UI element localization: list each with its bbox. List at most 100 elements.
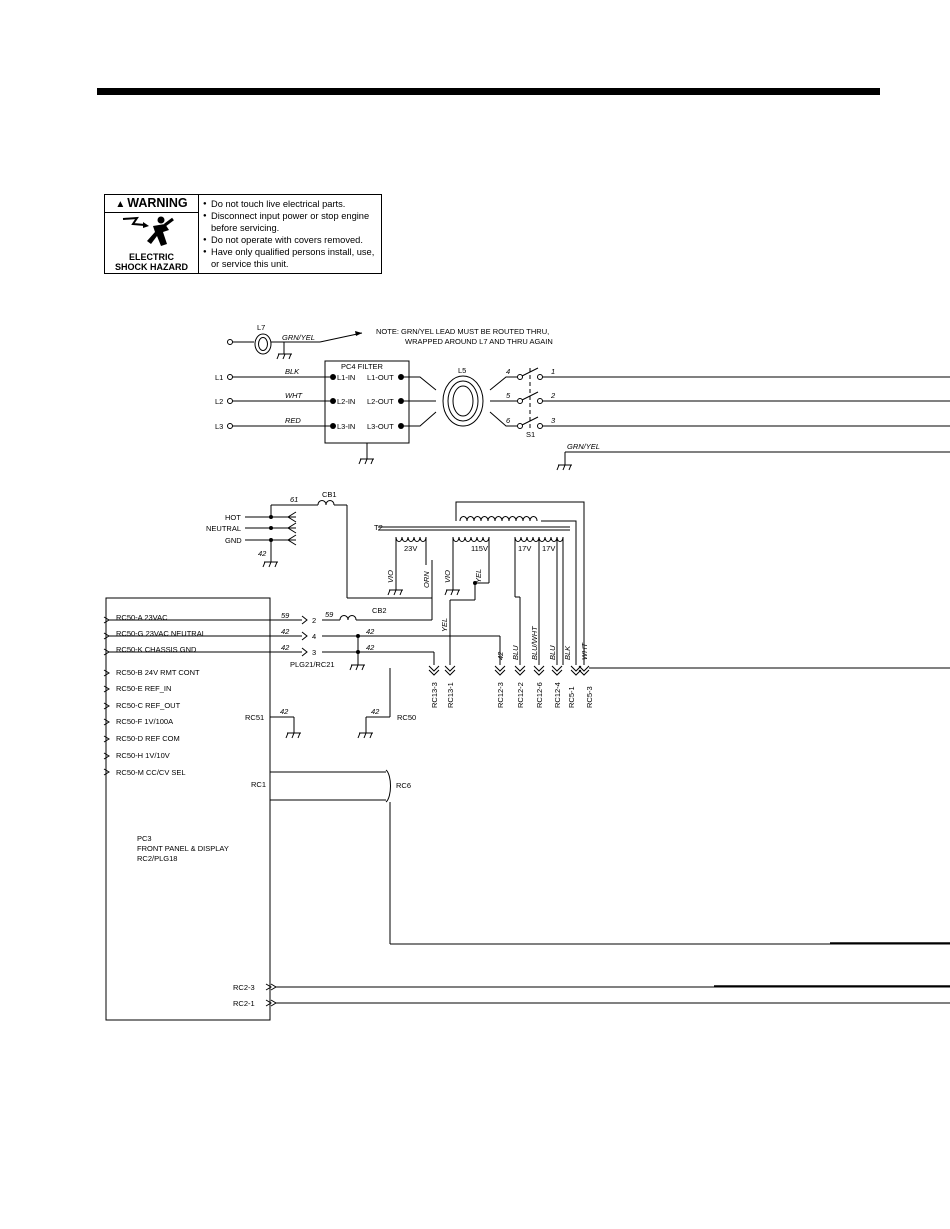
label-pin-4: 4 — [312, 632, 316, 641]
warning-caption-line-1: ELECTRIC — [129, 252, 174, 262]
label-pc3-line-2: FRONT PANEL & DISPLAY — [137, 844, 229, 853]
label-rc5-3: RC5-3 — [585, 686, 594, 708]
label-pc4-filter: PC4 FILTER — [341, 362, 384, 371]
inductor-l5 — [442, 375, 484, 427]
label-rc12-2: RC12-2 — [516, 682, 525, 708]
warning-title-text: WARNING — [127, 196, 188, 210]
label-rc50-a: RC50-A 23VAC — [116, 613, 168, 622]
label-115v: 115V — [471, 544, 488, 553]
warning-triangle-icon: ▲ — [115, 199, 126, 210]
label-wire-42: 42 — [258, 549, 267, 558]
label-rc50-f: RC50-F 1V/100A — [116, 717, 173, 726]
label-vio-1: VIO — [386, 570, 395, 583]
label-23v: 23V — [404, 544, 417, 553]
label-wht: WHT — [285, 391, 303, 400]
label-17v-b: 17V — [542, 544, 555, 553]
label-rc1: RC1 — [251, 780, 266, 789]
label-wire-42-c: 42 — [281, 643, 290, 652]
label-s1: S1 — [526, 430, 535, 439]
label-rc5-1: RC5-1 — [567, 686, 576, 708]
label-l2: L2 — [215, 397, 223, 406]
label-t2: T2 — [374, 523, 383, 532]
label-blu-1: BLU — [511, 645, 520, 660]
label-hot: HOT — [225, 513, 241, 522]
label-wire-59-b: 59 — [325, 610, 334, 619]
label-rc12-4: RC12-4 — [553, 682, 562, 708]
label-rc50-k: RC50-K CHASSIS GND — [116, 645, 197, 654]
pc3-front-panel-box — [105, 597, 271, 1021]
label-pc3-line-3: RC2/PLG18 — [137, 854, 177, 863]
label-rc50-g: RC50-G 23VAC NEUTRAL — [116, 629, 206, 638]
label-neutral: NEUTRAL — [206, 524, 241, 533]
label-yel-1: YEL — [474, 569, 483, 583]
warning-item: Have only qualified persons install, use… — [203, 246, 383, 270]
label-sw-4: 4 — [506, 367, 510, 376]
terminal-l7 — [227, 339, 233, 345]
label-l1-in: L1-IN — [337, 373, 355, 382]
label-rc6: RC6 — [396, 781, 411, 790]
label-plg21: PLG21/RC21 — [290, 660, 335, 669]
label-orn: ORN — [422, 571, 431, 588]
label-l1: L1 — [215, 373, 223, 382]
label-l3-out: L3-OUT — [367, 422, 394, 431]
label-v42: 42 — [496, 651, 505, 660]
label-rc12-6: RC12-6 — [535, 682, 544, 708]
electric-shock-icon — [122, 216, 174, 246]
warning-item: Do not operate with covers removed. — [203, 234, 383, 246]
label-rc50-h: RC50-H 1V/10V — [116, 751, 170, 760]
label-l1-out: L1-OUT — [367, 373, 394, 382]
label-grn-yel-2: GRN/YEL — [567, 442, 600, 451]
label-wire-42-e: 42 — [366, 643, 375, 652]
label-rc50-c: RC50-C REF_OUT — [116, 701, 181, 710]
label-cb2: CB2 — [372, 606, 387, 615]
label-rc50-e: RC50-E REF_IN — [116, 684, 171, 693]
label-wire-59-a: 59 — [281, 611, 290, 620]
label-l3: L3 — [215, 422, 223, 431]
label-sw-6: 6 — [506, 416, 511, 425]
warning-item: Do not touch live electrical parts. — [203, 198, 383, 210]
label-sw-1: 1 — [551, 367, 555, 376]
label-sw-3: 3 — [551, 416, 556, 425]
label-blu-wht: BLU/WHT — [530, 625, 539, 660]
label-rc50-m: RC50-M CC/CV SEL — [116, 768, 186, 777]
warning-title: ▲WARNING — [105, 195, 198, 213]
label-wire-61: 61 — [290, 495, 298, 504]
label-yel-2: YEL — [440, 618, 449, 632]
label-rc2-3: RC2-3 — [233, 983, 255, 992]
label-gnd: GND — [225, 536, 242, 545]
label-rc2-1: RC2-1 — [233, 999, 255, 1008]
schematic-labels: NOTE: GRN/YEL LEAD MUST BE ROUTED THRU, … — [116, 323, 600, 1008]
label-grn-yel: GRN/YEL — [282, 333, 315, 342]
label-rc13-1: RC13-1 — [446, 682, 455, 708]
warning-item: Disconnect input power or stop engine be… — [203, 210, 383, 234]
label-wire-42-f: 42 — [280, 707, 289, 716]
label-blk: BLK — [285, 367, 300, 376]
label-sw-2: 2 — [550, 391, 556, 400]
label-l7: L7 — [257, 323, 265, 332]
label-pin-3: 3 — [312, 648, 316, 657]
warning-label: ▲WARNING ELECTRIC SHOCK HAZARD Do not to… — [104, 194, 382, 274]
label-rc12-3: RC12-3 — [496, 682, 505, 708]
note-line-1: NOTE: GRN/YEL LEAD MUST BE ROUTED THRU, — [376, 327, 549, 336]
label-blu-2: BLU — [548, 645, 557, 660]
page-top-rule — [97, 88, 880, 95]
label-blk-2: BLK — [563, 645, 572, 660]
label-rc50: RC50 — [397, 713, 416, 722]
label-wire-42-g: 42 — [371, 707, 380, 716]
label-l3-in: L3-IN — [337, 422, 355, 431]
label-pin-2: 2 — [312, 616, 316, 625]
schematic-wires — [103, 331, 950, 1021]
warning-caption-line-2: SHOCK HAZARD — [115, 262, 188, 272]
label-rc50-d: RC50-D REF COM — [116, 734, 180, 743]
label-sw-5: 5 — [506, 391, 511, 400]
warning-list: Do not touch live electrical parts. Disc… — [203, 198, 383, 271]
label-wht-2: WHT — [580, 642, 589, 660]
label-rc13-3: RC13-3 — [430, 682, 439, 708]
label-vio-2: VIO — [443, 570, 452, 583]
label-wire-42-b: 42 — [281, 627, 290, 636]
label-17v-a: 17V — [518, 544, 531, 553]
label-rc51: RC51 — [245, 713, 264, 722]
label-rc50-b: RC50-B 24V RMT CONT — [116, 668, 200, 677]
